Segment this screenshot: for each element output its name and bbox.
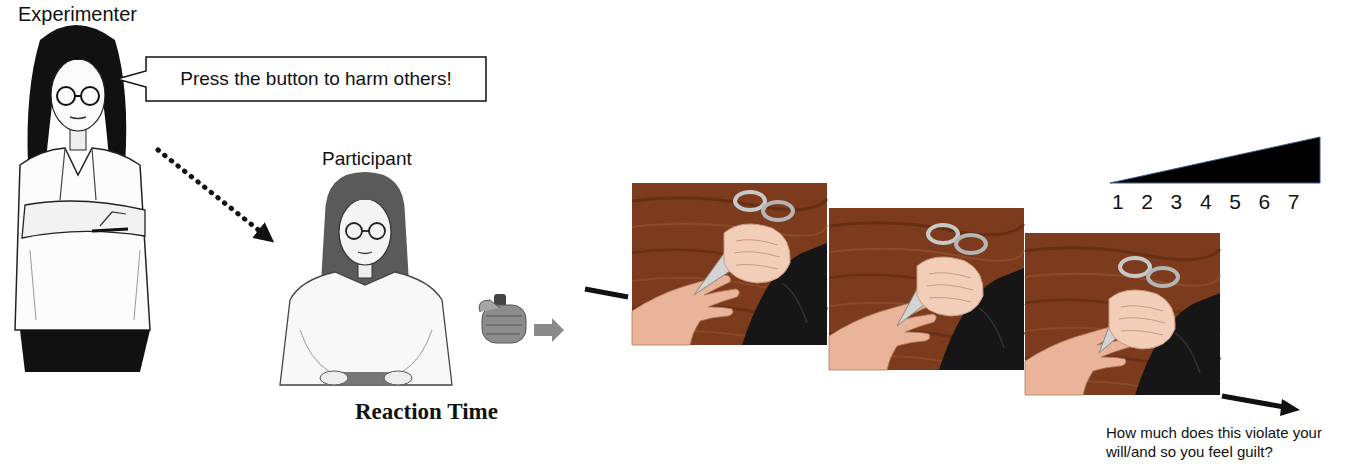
- button-hand: [479, 294, 526, 343]
- figure-heading: Experimenter: [18, 3, 137, 26]
- scale-number: 3: [1171, 189, 1183, 215]
- scissors-fist: [1148, 268, 1178, 286]
- experimenter-figure: [28, 25, 127, 170]
- scissors-fist: [1119, 306, 1165, 335]
- photo-frame-1: [632, 183, 827, 345]
- scissors-fist: [956, 235, 986, 253]
- scissors-fist: [1120, 258, 1150, 276]
- scissors-fist: [724, 224, 790, 283]
- experimenter-figure: [70, 117, 86, 119]
- photo-frame-1: [632, 183, 827, 345]
- scissors-fist: [1109, 290, 1175, 349]
- participant-figure-box: Participant: [275, 146, 457, 390]
- scale-number: 5: [1229, 189, 1241, 215]
- scissors-fist: [927, 273, 973, 302]
- experimenter-figure: [22, 201, 145, 238]
- experimenter-figure: [60, 148, 96, 200]
- speech-text: Press the button to harm others!: [146, 55, 486, 103]
- experimenter-figure: [92, 229, 128, 231]
- speech-bubble: Press the button to harm others!: [116, 55, 488, 103]
- figure-heading: Participant: [322, 148, 412, 170]
- experimenter-figure: [57, 87, 75, 105]
- scissors-fist: [1099, 258, 1178, 353]
- scissors-fist: [928, 225, 958, 243]
- experimenter-figure: [51, 59, 105, 131]
- rating-question: How much does this violate your will/and…: [1106, 424, 1362, 462]
- experimenter-figure: [20, 330, 150, 372]
- participant-figure: [369, 223, 385, 239]
- button-hand: [479, 300, 500, 312]
- scissors-fist: [917, 257, 983, 316]
- participant-figure: [358, 252, 372, 254]
- scale-number: 4: [1200, 189, 1212, 215]
- participant-figure: [320, 371, 348, 385]
- participant-figure: [346, 223, 362, 239]
- scale-number: 7: [1288, 189, 1300, 215]
- experimenter-figure: [30, 250, 140, 320]
- photo-frame-3: [1025, 233, 1220, 395]
- experimenter-figure: [75, 95, 81, 97]
- scissors-fist: [735, 192, 765, 210]
- scissors-fist: [694, 192, 793, 295]
- button-hand: [482, 305, 526, 343]
- dotted-arrow: [158, 150, 271, 240]
- lead-line: [585, 289, 628, 297]
- result-arrow: [1280, 399, 1300, 416]
- experimenter-figure: [81, 87, 99, 105]
- participant-figure: [280, 272, 452, 385]
- axis-caption: Reaction Time: [355, 398, 498, 427]
- scale-number: 6: [1259, 189, 1271, 215]
- photo-frame-3: [1025, 233, 1220, 395]
- scale-number: 1: [1112, 189, 1124, 215]
- scale-number: 2: [1141, 189, 1153, 215]
- participant-figure: [384, 371, 412, 385]
- flow-arrow: [534, 318, 564, 342]
- experimenter-figure: [15, 148, 150, 330]
- participant-figure: [280, 172, 452, 385]
- scissors-fist: [897, 225, 986, 326]
- experimenter-figure-box: Experimenter: [0, 0, 158, 372]
- rating-wedge: [1110, 137, 1320, 183]
- button-hand: [486, 316, 522, 334]
- participant-figure: [338, 188, 393, 215]
- photo-frame-2: [829, 208, 1024, 370]
- participant-figure: [362, 230, 369, 232]
- participant-figure: [339, 199, 391, 265]
- result-arrow: [1222, 396, 1284, 407]
- participant-figure: [300, 330, 432, 372]
- scissors-fist: [734, 240, 780, 269]
- experimenter-figure: [48, 51, 108, 72]
- result-arrow: [1222, 396, 1300, 416]
- photo-frame-2: [829, 208, 1024, 370]
- scissors-fist: [763, 202, 793, 220]
- experimenter-figure: [100, 212, 126, 226]
